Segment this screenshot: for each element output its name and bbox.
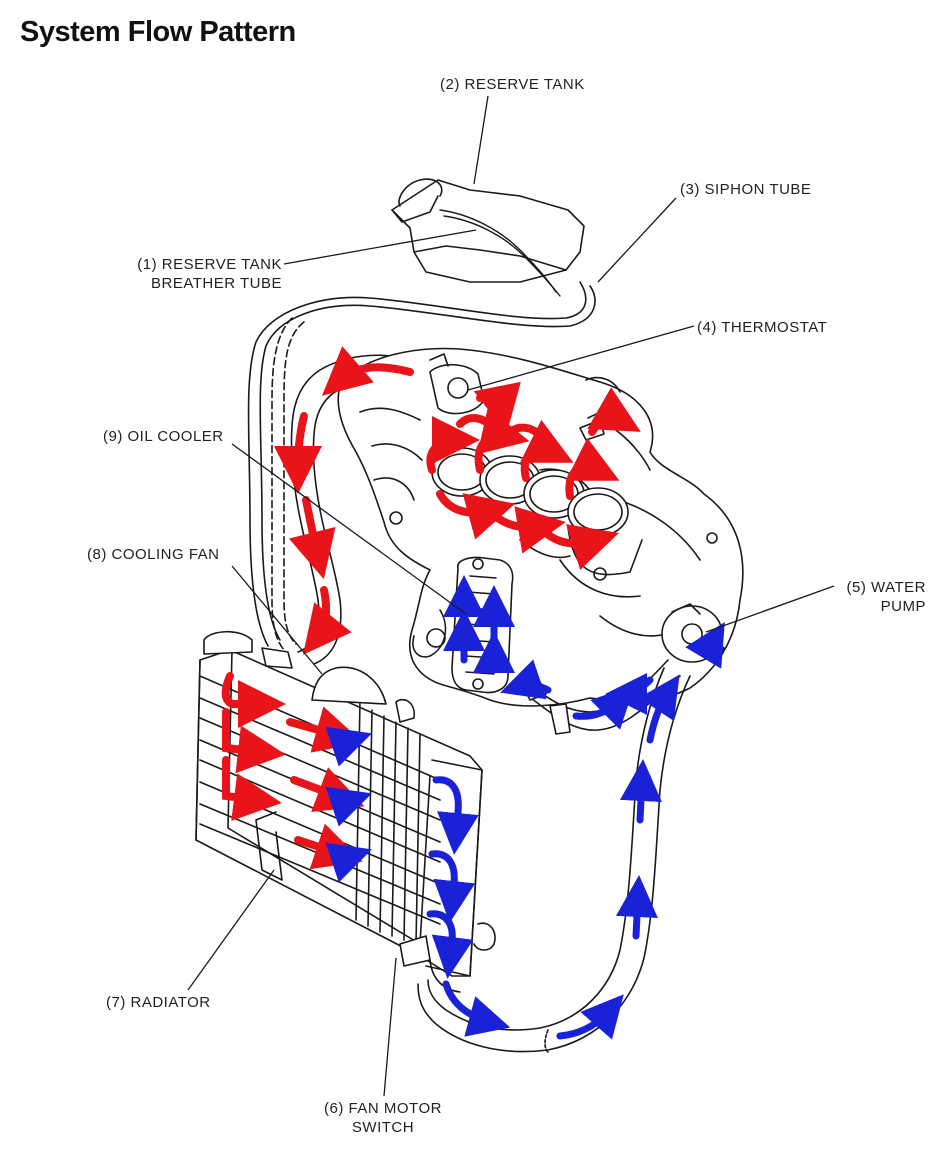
label-fan-motor-switch-line1: (6) FAN MOTOR bbox=[324, 1100, 442, 1117]
label-radiator: (7) RADIATOR bbox=[106, 994, 211, 1011]
label-reserve-tank: (2) RESERVE TANK bbox=[440, 76, 585, 93]
label-fan-motor-switch-line2: SWITCH bbox=[351, 1119, 415, 1136]
reserve-tank bbox=[391, 178, 585, 297]
label-thermostat: (4) THERMOSTAT bbox=[697, 319, 828, 336]
label-water-pump-line2: PUMP bbox=[880, 598, 926, 615]
label-oil-cooler: (9) OIL COOLER bbox=[103, 428, 224, 445]
label-reserve-tank-breather-tube: (1) RESERVE TANK BREATHER TUBE bbox=[118, 255, 282, 293]
label-water-pump: (5) WATER PUMP bbox=[800, 578, 926, 616]
label-water-pump-line1: (5) WATER bbox=[846, 579, 926, 596]
label-reserve-tank-breather-tube-line2: BREATHER TUBE bbox=[151, 275, 282, 292]
hot-coolant-flow bbox=[221, 346, 641, 870]
cool-coolant-flow bbox=[325, 575, 725, 1040]
siphon-tube bbox=[247, 281, 596, 651]
label-reserve-tank-breather-tube-line1: (1) RESERVE TANK bbox=[137, 256, 282, 273]
label-cooling-fan: (8) COOLING FAN bbox=[87, 546, 220, 563]
page-title: System Flow Pattern bbox=[20, 16, 296, 48]
label-fan-motor-switch: (6) FAN MOTOR SWITCH bbox=[310, 1099, 456, 1137]
label-siphon-tube: (3) SIPHON TUBE bbox=[680, 181, 812, 198]
oil-cooler bbox=[451, 556, 514, 694]
leader-lines bbox=[187, 95, 835, 1097]
